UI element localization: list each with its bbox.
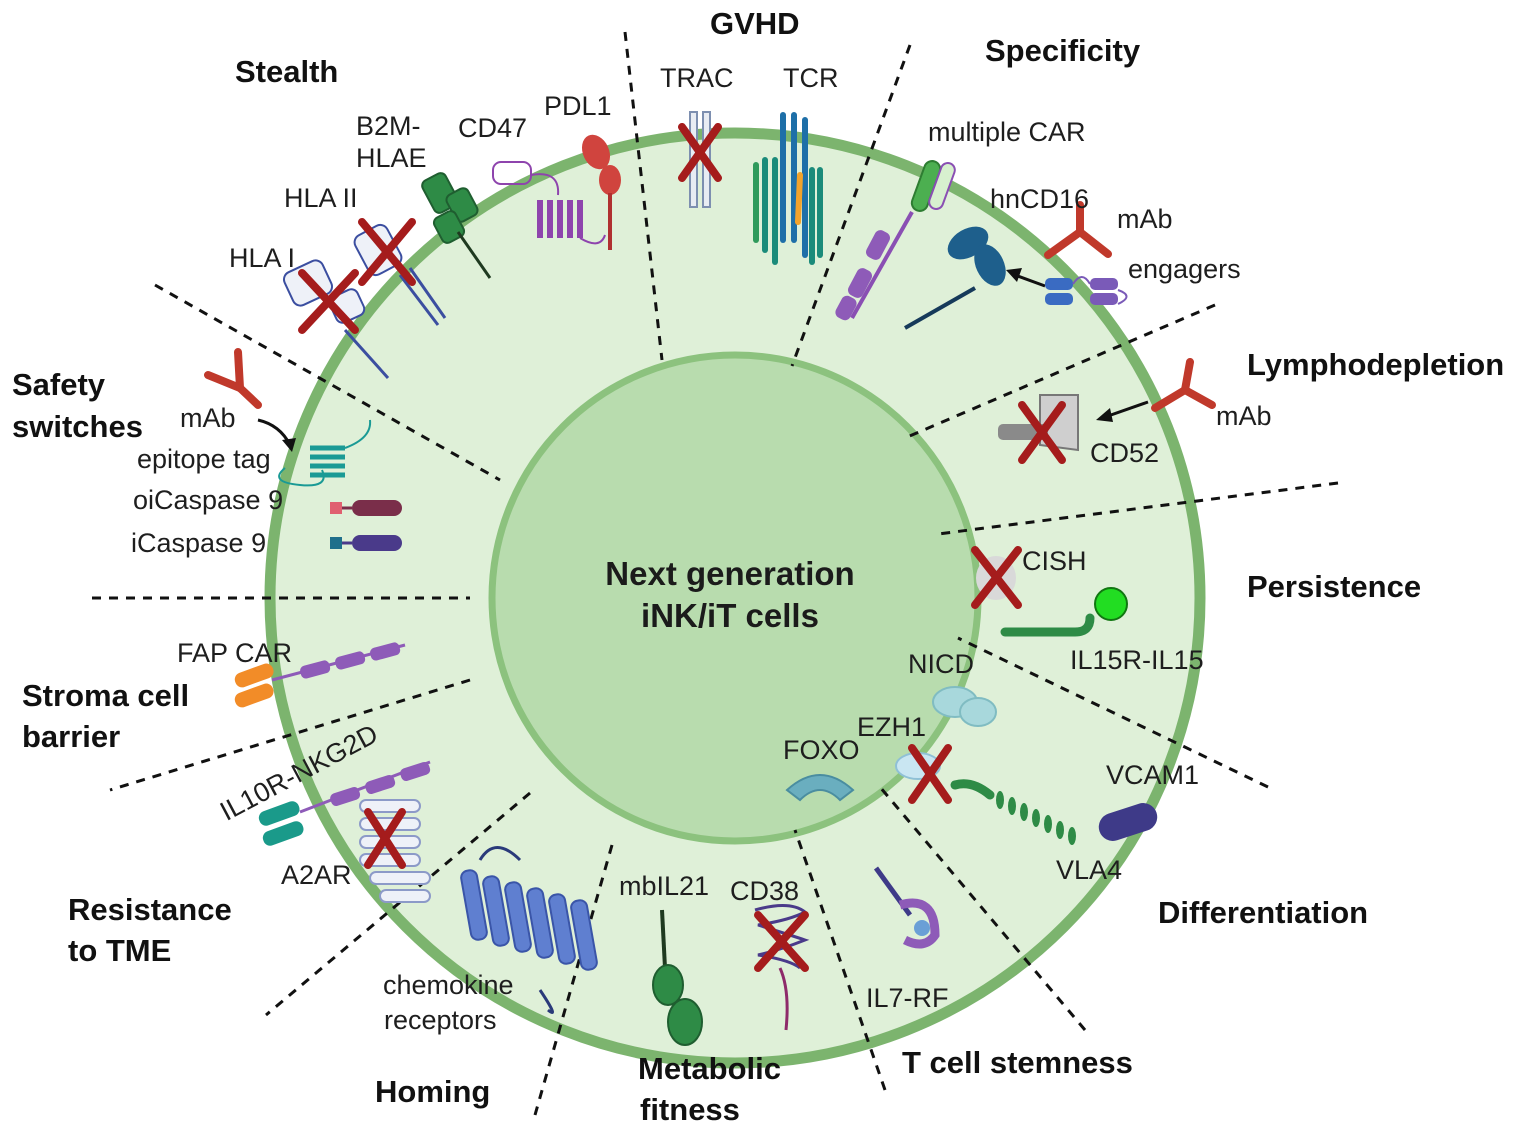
- label-cd38: CD38: [730, 876, 800, 906]
- label-engagers: engagers: [1128, 254, 1241, 284]
- chemokine-receptor-molecule: [460, 846, 598, 1014]
- b2m-hlae-molecule: [421, 172, 492, 279]
- category-gvhd: GVHD: [710, 6, 800, 41]
- antibody-specificity-icon: [1044, 201, 1112, 259]
- multiple-car: [835, 160, 956, 321]
- epitope-tag-molecule: [278, 419, 372, 487]
- label-b2m-line1: B2M-: [356, 111, 421, 141]
- foxo-molecule: [785, 774, 855, 802]
- label-il7rf: IL7-RF: [866, 983, 949, 1013]
- pdl1-molecule: [581, 134, 621, 250]
- nicd-molecule: [932, 686, 997, 727]
- il7rf-molecule: [873, 866, 940, 949]
- label-hla2: HLA II: [284, 183, 358, 213]
- cd52-arrow-icon: [1096, 400, 1149, 422]
- category-metabolic-line1: Metabolic: [638, 1051, 781, 1086]
- fap-car-molecule: [234, 642, 406, 708]
- cd52-knockout-x-icon: [1018, 401, 1066, 464]
- cd47-molecule: [492, 161, 606, 245]
- label-fap-car: FAP CAR: [177, 638, 293, 668]
- category-stemness: T cell stemness: [902, 1045, 1133, 1080]
- label-pdl1: PDL1: [544, 91, 612, 121]
- center-title-line1: Next generation: [605, 555, 855, 592]
- center-title: Next generation iNK/iT cells: [560, 553, 900, 637]
- category-safety-line2: switches: [12, 409, 143, 444]
- label-cd52: CD52: [1090, 438, 1160, 468]
- sector-dividers: [92, 31, 1339, 1116]
- label-multiple-car: multiple CAR: [928, 117, 1086, 147]
- vla4-molecule: [950, 779, 1076, 845]
- icaspase-molecule: [330, 535, 402, 551]
- safety-arrow-icon: [257, 418, 296, 452]
- label-epitope-tag: epitope tag: [137, 444, 271, 474]
- category-stroma-line1: Stroma cell: [22, 678, 190, 713]
- label-nicd: NICD: [908, 649, 974, 679]
- category-homing: Homing: [375, 1074, 491, 1109]
- label-cd47: CD47: [458, 113, 528, 143]
- center-title-line2: iNK/iT cells: [641, 597, 819, 634]
- hncd16-arrow-icon: [1006, 268, 1046, 288]
- category-stealth: Stealth: [235, 54, 339, 89]
- label-trac: TRAC: [660, 63, 734, 93]
- a2ar-knockout-x-icon: [364, 808, 406, 869]
- engagers-icon: [1045, 276, 1128, 305]
- label-hla1: HLA I: [229, 243, 296, 273]
- tcr-complex: [753, 112, 823, 265]
- cish-knockout-x-icon: [971, 546, 1022, 609]
- hncd16-receptor: [904, 226, 1006, 330]
- label-mab-safety: mAb: [180, 403, 236, 433]
- category-safety-line1: Safety: [12, 367, 106, 402]
- label-mab-specificity: mAb: [1117, 204, 1173, 234]
- hla2-knockout-x-icon: [358, 218, 416, 286]
- ezh1-knockout-x-icon: [908, 744, 952, 804]
- label-foxo: FOXO: [783, 735, 860, 765]
- label-a2ar: A2AR: [281, 860, 352, 890]
- label-mab-lympho: mAb: [1216, 401, 1272, 431]
- label-chemokine-line2: receptors: [384, 1005, 497, 1035]
- vcam1-molecule: [1098, 803, 1158, 841]
- label-oicaspase: oiCaspase 9: [133, 485, 284, 515]
- category-metabolic-line2: fitness: [640, 1092, 740, 1127]
- label-hncd16: hnCD16: [990, 184, 1090, 214]
- category-resistance-line2: to TME: [68, 933, 172, 968]
- mbil21-molecule: [652, 909, 703, 1046]
- category-lymphodepletion: Lymphodepletion: [1247, 347, 1505, 382]
- trac-knockout-x-icon: [678, 123, 722, 182]
- oicaspase-molecule: [330, 500, 402, 516]
- category-persistence: Persistence: [1247, 569, 1422, 604]
- antibody-lympho-icon: [1151, 358, 1216, 412]
- category-resistance-line1: Resistance: [68, 892, 232, 927]
- category-differentiation: Differentiation: [1158, 895, 1369, 930]
- label-chemokine-line1: chemokine: [383, 970, 514, 1000]
- label-b2m-line2: HLAE: [356, 143, 427, 173]
- label-cish: CISH: [1022, 546, 1087, 576]
- label-icaspase: iCaspase 9: [131, 528, 267, 558]
- hla1-knockout-x-icon: [298, 269, 359, 334]
- il10r-nkg2d-molecule: [258, 760, 431, 846]
- label-vla4: VLA4: [1056, 855, 1123, 885]
- label-mbil21: mbIL21: [619, 871, 710, 901]
- label-tcr: TCR: [783, 63, 839, 93]
- il15r-il15-molecule: [1000, 587, 1128, 637]
- cd38-knockout-x-icon: [754, 911, 809, 972]
- label-vcam1: VCAM1: [1106, 760, 1200, 790]
- antibody-safety-icon: [204, 348, 262, 409]
- label-ezh1: EZH1: [857, 712, 927, 742]
- category-stroma-line2: barrier: [22, 719, 121, 754]
- label-il15r-il15: IL15R-IL15: [1070, 645, 1204, 675]
- category-specificity: Specificity: [985, 33, 1141, 68]
